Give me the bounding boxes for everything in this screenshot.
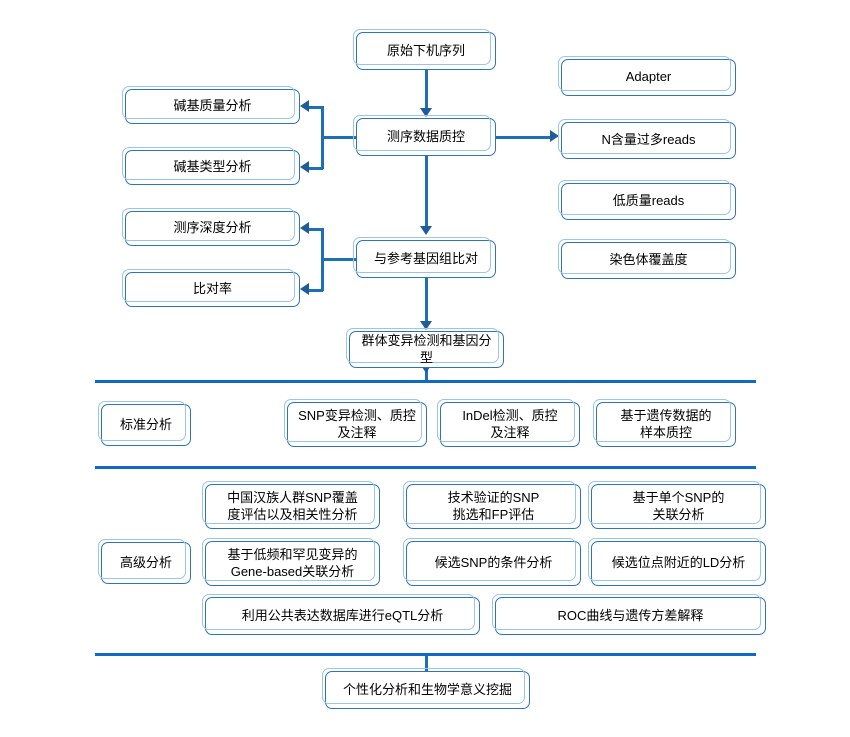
node-adapter[interactable]: Adapter xyxy=(558,56,736,96)
node-indel-detection-qc[interactable]: InDel检测、质控 及注释 xyxy=(437,399,580,447)
node-single-snp-association-label: 基于单个SNP的 关联分析 xyxy=(632,489,725,522)
arrowhead-align-to-rate xyxy=(300,283,309,295)
node-chromosome-coverage[interactable]: 染色体覆盖度 xyxy=(558,239,736,279)
node-sequencing-qc[interactable]: 测序数据质控 xyxy=(353,115,496,156)
node-roc-variance-label: ROC曲线与遗传方差解释 xyxy=(557,607,704,623)
connector-qc-left-stem xyxy=(321,136,358,139)
node-n-content-reads-label: N含量过多reads xyxy=(601,132,696,148)
label-standard-analysis-text: 标准分析 xyxy=(119,416,172,432)
arrowhead-variant-to-standard xyxy=(420,364,432,373)
node-variant-calling[interactable]: 群体变异检测和基因分型 xyxy=(346,328,504,368)
node-conditional-snp-analysis-label: 候选SNP的条件分析 xyxy=(434,555,553,571)
connector-divider-to-personalized xyxy=(425,654,428,676)
node-base-type[interactable]: 碱基类型分析 xyxy=(122,147,300,185)
connector-qc-to-base-type xyxy=(308,167,323,170)
node-gene-based-association[interactable]: 基于低频和罕见变异的 Gene-based关联分析 xyxy=(202,538,380,586)
arrowhead-raw-to-qc xyxy=(420,108,432,117)
connector-qc-to-n-reads xyxy=(496,136,554,139)
node-raw-sequence-label: 原始下机序列 xyxy=(386,42,465,58)
connector-align-left-stem xyxy=(321,258,358,261)
section-divider-advanced xyxy=(95,466,756,469)
node-variant-calling-label: 群体变异检测和基因分型 xyxy=(361,332,492,365)
connector-align-to-variant xyxy=(425,278,428,326)
arrowhead-qc-to-base-type xyxy=(300,161,309,173)
node-indel-detection-qc-label: InDel检测、质控 及注释 xyxy=(462,407,558,440)
node-base-quality[interactable]: 碱基质量分析 xyxy=(122,86,300,124)
node-tech-validation-snp[interactable]: 技术验证的SNP 挑选和FP评估 xyxy=(403,481,581,529)
arrowhead-qc-to-align xyxy=(420,226,432,235)
node-ld-analysis-label: 候选位点附近的LD分析 xyxy=(611,555,746,571)
connector-align-left-spine xyxy=(321,228,324,291)
connector-qc-to-align xyxy=(425,156,428,228)
section-divider-standard xyxy=(95,380,756,383)
node-low-quality-reads[interactable]: 低质量reads xyxy=(558,180,736,220)
arrowhead-qc-to-base-quality xyxy=(300,100,309,112)
section-divider-personalized xyxy=(95,653,756,656)
node-gene-based-association-label: 基于低频和罕见变异的 Gene-based关联分析 xyxy=(227,546,358,579)
node-han-snp-coverage[interactable]: 中国汉族人群SNP覆盖 度评估以及相关性分析 xyxy=(202,481,380,529)
node-alignment-rate[interactable]: 比对率 xyxy=(122,269,300,307)
node-conditional-snp-analysis[interactable]: 候选SNP的条件分析 xyxy=(403,538,581,586)
node-sequencing-depth-label: 测序深度分析 xyxy=(173,220,252,236)
node-ld-analysis[interactable]: 候选位点附近的LD分析 xyxy=(588,538,766,586)
connector-align-to-depth xyxy=(308,228,323,231)
node-single-snp-association[interactable]: 基于单个SNP的 关联分析 xyxy=(588,481,766,529)
node-align-reference[interactable]: 与参考基因组比对 xyxy=(353,237,496,278)
arrowhead-qc-to-n-reads xyxy=(550,130,559,142)
node-genetic-sample-qc-label: 基于遗传数据的 样本质控 xyxy=(620,407,712,440)
node-personalized-analysis-label: 个性化分析和生物学意义挖掘 xyxy=(342,681,512,697)
node-roc-variance[interactable]: ROC曲线与遗传方差解释 xyxy=(492,594,766,635)
node-base-type-label: 碱基类型分析 xyxy=(173,159,252,175)
connector-raw-to-qc xyxy=(425,70,428,112)
node-chromosome-coverage-label: 染色体覆盖度 xyxy=(609,252,688,268)
node-tech-validation-snp-label: 技术验证的SNP 挑选和FP评估 xyxy=(447,489,540,522)
connector-align-to-rate xyxy=(308,289,323,292)
node-raw-sequence[interactable]: 原始下机序列 xyxy=(353,29,496,70)
node-low-quality-reads-label: 低质量reads xyxy=(612,193,685,209)
arrowhead-align-to-variant xyxy=(420,321,432,330)
node-sequencing-depth[interactable]: 测序深度分析 xyxy=(122,208,300,246)
node-eqtl-analysis-label: 利用公共表达数据库进行eQTL分析 xyxy=(241,607,444,623)
node-adapter-label: Adapter xyxy=(625,69,672,85)
node-snp-detection-qc-label: SNP变异检测、质控 及注释 xyxy=(298,407,416,440)
node-han-snp-coverage-label: 中国汉族人群SNP覆盖 度评估以及相关性分析 xyxy=(227,489,358,522)
node-genetic-sample-qc[interactable]: 基于遗传数据的 样本质控 xyxy=(593,399,736,447)
connector-qc-to-base-quality xyxy=(308,106,323,109)
label-advanced-analysis-text: 高级分析 xyxy=(119,554,172,570)
connector-variant-to-standard xyxy=(425,368,428,383)
arrowhead-align-to-depth xyxy=(300,222,309,234)
node-base-quality-label: 碱基质量分析 xyxy=(173,98,252,114)
node-alignment-rate-label: 比对率 xyxy=(192,281,232,297)
connector-qc-left-spine xyxy=(321,106,324,169)
node-sequencing-qc-label: 测序数据质控 xyxy=(386,128,465,144)
label-standard-analysis[interactable]: 标准分析 xyxy=(98,401,191,446)
node-n-content-reads[interactable]: N含量过多reads xyxy=(558,119,736,159)
node-align-reference-label: 与参考基因组比对 xyxy=(373,250,478,266)
node-snp-detection-qc[interactable]: SNP变异检测、质控 及注释 xyxy=(284,399,427,447)
node-personalized-analysis[interactable]: 个性化分析和生物学意义挖掘 xyxy=(322,668,530,709)
label-advanced-analysis[interactable]: 高级分析 xyxy=(98,539,191,584)
node-eqtl-analysis[interactable]: 利用公共表达数据库进行eQTL分析 xyxy=(202,594,480,635)
